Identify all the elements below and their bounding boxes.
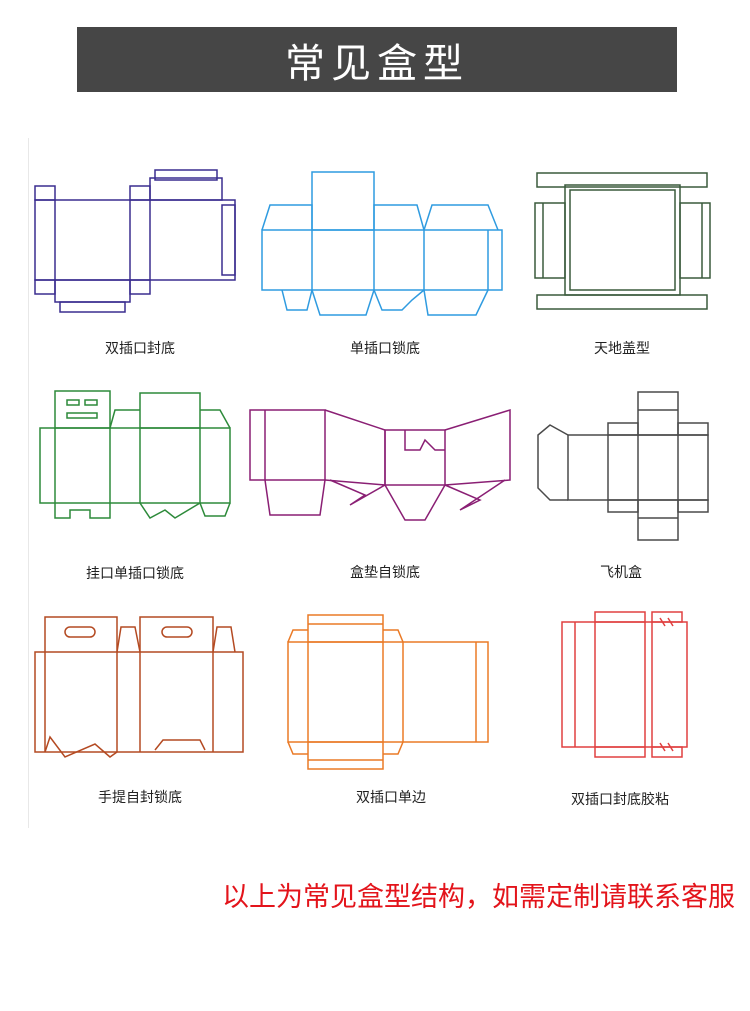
box-label: 挂口单插口锁底 bbox=[86, 566, 184, 582]
box-diagram-handle-lock bbox=[34, 616, 244, 758]
box-label: 飞机盒 bbox=[600, 565, 642, 581]
divider-left bbox=[28, 138, 29, 828]
box-card-double-tuck-single-side: 双插口单边 bbox=[287, 612, 538, 812]
box-card-lid-base: 天地盖型 bbox=[534, 165, 750, 365]
footer-note: 以上为常见盒型结构，如需定制请联系客服 bbox=[222, 882, 735, 913]
box-diagram-double-tuck-glued bbox=[561, 611, 688, 758]
box-card-hang-tab-lock: 挂口单插口锁底 bbox=[35, 388, 285, 588]
box-diagram-double-tuck bbox=[34, 169, 236, 313]
box-diagram-pad-auto-lock bbox=[249, 408, 511, 521]
box-card-handle-lock: 手提自封锁底 bbox=[34, 612, 285, 812]
box-diagram-lid-base bbox=[534, 172, 711, 310]
box-label: 双插口封底 bbox=[105, 341, 175, 357]
box-label: 天地盖型 bbox=[594, 341, 650, 357]
box-card-double-tuck-glued: 双插口封底胶粘 bbox=[560, 611, 750, 812]
box-label: 双插口单边 bbox=[356, 790, 426, 806]
page-title: 常见盒型 bbox=[285, 40, 469, 87]
page-title-banner: 常见盒型 bbox=[77, 27, 677, 92]
box-diagram-single-tuck-lock bbox=[261, 171, 503, 316]
box-card-pad-auto-lock: 盒垫自锁底 bbox=[249, 405, 511, 605]
box-diagram-hang-tab-lock bbox=[39, 390, 231, 519]
box-card-double-tuck: 双插口封底 bbox=[25, 160, 275, 360]
box-label: 手提自封锁底 bbox=[98, 790, 182, 806]
box-label: 双插口封底胶粘 bbox=[571, 792, 669, 808]
box-card-single-tuck-lock: 单插口锁底 bbox=[261, 160, 512, 360]
box-card-mailer: 飞机盒 bbox=[537, 390, 750, 590]
box-label: 单插口锁底 bbox=[350, 341, 420, 357]
box-diagram-mailer bbox=[537, 391, 709, 541]
box-label: 盒垫自锁底 bbox=[350, 565, 420, 581]
box-diagram-double-tuck-single-side bbox=[287, 614, 489, 770]
